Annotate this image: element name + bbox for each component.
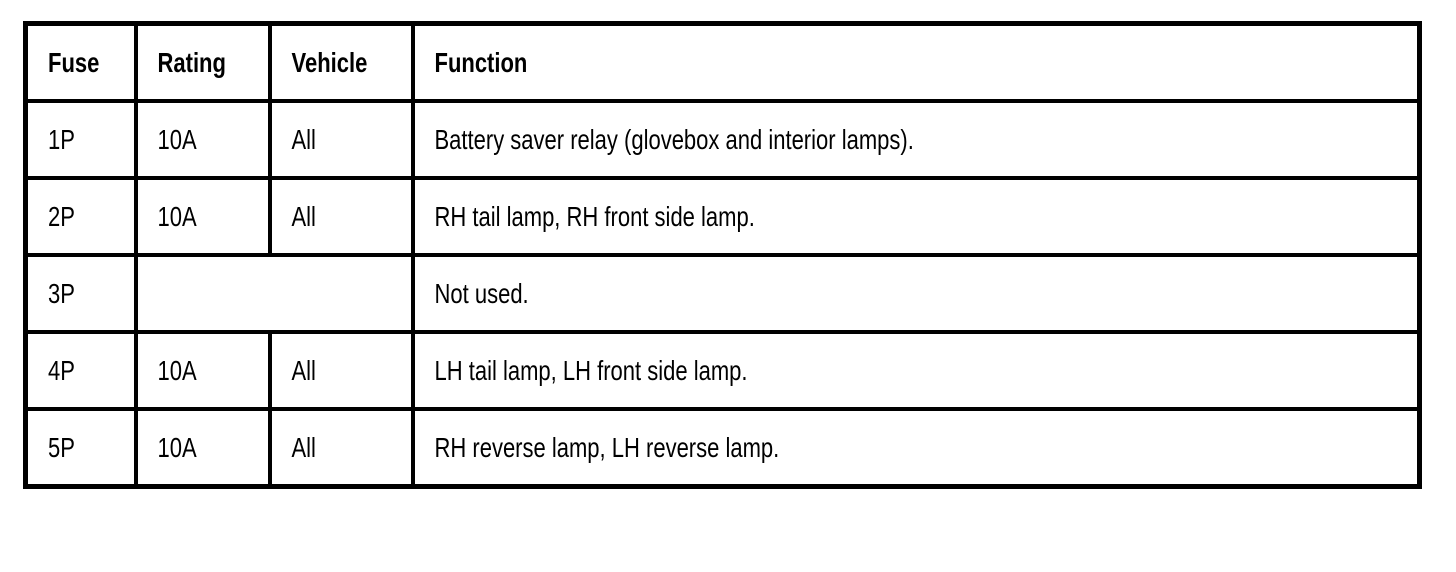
rating-value: 10A: [157, 122, 197, 155]
cell-function: RH tail lamp, RH front side lamp.: [410, 176, 1422, 257]
cell-rating: 10A: [133, 176, 272, 257]
fuse-value: 1P: [48, 122, 75, 155]
fuse-table: Fuse Rating Vehicle Function 1P 10A All …: [23, 21, 1422, 489]
header-fuse: Fuse: [23, 21, 138, 103]
header-function-label: Function: [434, 45, 528, 78]
table-row-1p: 1P 10A All Battery saver relay (glovebox…: [23, 99, 1422, 180]
cell-function: Not used.: [410, 253, 1422, 334]
cell-rating: 10A: [133, 99, 272, 180]
function-value: RH reverse lamp, LH reverse lamp.: [434, 430, 780, 463]
function-value: RH tail lamp, RH front side lamp.: [434, 199, 755, 232]
function-value: Battery saver relay (glovebox and interi…: [434, 122, 914, 155]
cell-rating: 10A: [133, 407, 272, 489]
cell-vehicle: All: [267, 99, 415, 180]
header-vehicle-label: Vehicle: [291, 45, 368, 78]
cell-fuse: 3P: [23, 253, 138, 334]
fuse-value: 2P: [48, 199, 75, 232]
header-vehicle: Vehicle: [267, 21, 415, 103]
fuse-value: 4P: [48, 353, 75, 386]
cell-function: RH reverse lamp, LH reverse lamp.: [410, 407, 1422, 489]
vehicle-value: All: [291, 430, 316, 463]
rating-value: 10A: [157, 199, 197, 232]
table-row-4p: 4P 10A All LH tail lamp, LH front side l…: [23, 330, 1422, 411]
cell-vehicle: All: [267, 176, 415, 257]
cell-fuse: 4P: [23, 330, 138, 411]
vehicle-value: All: [291, 353, 316, 386]
header-fuse-label: Fuse: [48, 45, 100, 78]
cell-vehicle: All: [267, 330, 415, 411]
header-function: Function: [410, 21, 1422, 103]
table-row-5p: 5P 10A All RH reverse lamp, LH reverse l…: [23, 407, 1422, 489]
cell-fuse: 1P: [23, 99, 138, 180]
rating-value: 10A: [157, 430, 197, 463]
vehicle-value: All: [291, 122, 316, 155]
header-rating-label: Rating: [157, 45, 226, 78]
merged-empty-cell: [133, 253, 415, 334]
fuse-value: 5P: [48, 430, 75, 463]
cell-function: Battery saver relay (glovebox and interi…: [410, 99, 1422, 180]
table-row-3p: 3P Not used.: [23, 253, 1422, 334]
cell-fuse: 5P: [23, 407, 138, 489]
header-row: Fuse Rating Vehicle Function: [23, 21, 1422, 103]
cell-fuse: 2P: [23, 176, 138, 257]
cell-vehicle: All: [267, 407, 415, 489]
cell-function: LH tail lamp, LH front side lamp.: [410, 330, 1422, 411]
header-rating: Rating: [133, 21, 272, 103]
fuse-value: 3P: [48, 276, 75, 309]
cell-rating: 10A: [133, 330, 272, 411]
vehicle-value: All: [291, 199, 316, 232]
function-value: LH tail lamp, LH front side lamp.: [434, 353, 748, 386]
function-value: Not used.: [434, 276, 529, 309]
rating-value: 10A: [157, 353, 197, 386]
table-row-2p: 2P 10A All RH tail lamp, RH front side l…: [23, 176, 1422, 257]
